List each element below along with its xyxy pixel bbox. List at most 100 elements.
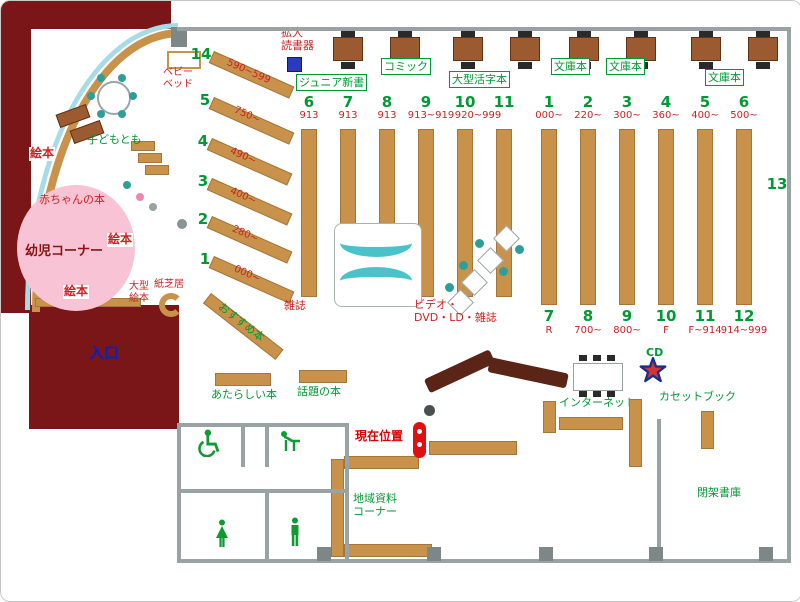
chair — [607, 355, 615, 361]
wheelchair-icon — [198, 429, 220, 457]
shelf-number: 9 — [621, 307, 633, 325]
section-bunko: 文庫本 — [606, 58, 645, 75]
shelf-column — [736, 129, 752, 305]
shelf-column — [658, 129, 674, 305]
shelf-range: 913 — [377, 110, 397, 121]
shelf-range: 913 — [338, 110, 358, 121]
toddler-corner-label: 幼児コーナー — [25, 244, 104, 259]
woman-icon — [216, 519, 228, 547]
shelf-number: 6 — [738, 93, 750, 111]
man-icon — [291, 517, 299, 546]
reading-table — [453, 37, 483, 61]
baby-bed-label: ベビー ベッド — [163, 67, 193, 90]
kids-stool — [118, 74, 126, 82]
magazine-rack-arc — [340, 267, 412, 295]
reading-table — [748, 37, 778, 61]
shelf-range: 800~ — [613, 325, 641, 336]
pillar-dot — [149, 203, 157, 211]
wall-pillar — [171, 27, 187, 47]
shelf-number: 2 — [582, 93, 594, 111]
chair — [577, 30, 591, 37]
baby-care-icon — [281, 431, 300, 451]
shelf-number: 11 — [493, 93, 515, 111]
shelf-number: 4 — [660, 93, 672, 111]
shelf-number: 3 — [621, 93, 633, 111]
kids-stool — [97, 74, 105, 82]
internet-table — [573, 363, 623, 391]
reading-table — [626, 37, 656, 61]
shelf-range: 920~999 — [454, 110, 502, 121]
shelf-range: R — [545, 325, 553, 336]
kids-stool — [129, 92, 137, 100]
video-dvd-label: ビデオ・ DVD・LD・雑誌 — [414, 298, 497, 324]
section-comic: コミック — [381, 58, 431, 75]
wall-toilet-mid — [177, 489, 349, 493]
kids-step-shelf — [131, 141, 155, 151]
av-stool — [475, 239, 484, 248]
shelf-number: 14 — [190, 45, 212, 63]
maroon-wall-top — [29, 1, 171, 29]
shelf-range: 913~919 — [407, 110, 455, 121]
internet-label: インターネット — [559, 396, 636, 409]
shelf-number: 5 — [199, 91, 211, 109]
shelf-number: 7 — [543, 307, 555, 325]
section-bunko: 文庫本 — [551, 58, 590, 75]
kids-step-shelf — [138, 153, 162, 163]
reading-table — [569, 37, 599, 61]
chair — [699, 62, 713, 69]
chair — [398, 30, 412, 37]
wall-right — [787, 27, 791, 563]
wall-pillar — [759, 547, 773, 561]
chair — [593, 391, 601, 397]
maroon-wall-entrance-block — [29, 305, 179, 429]
shelf-number: 10 — [655, 307, 677, 325]
kids-stool — [97, 110, 105, 118]
kids-step-shelf — [145, 165, 169, 175]
av-stool — [445, 283, 454, 292]
shelf-range: 914~999 — [720, 325, 768, 336]
reading-table — [691, 37, 721, 61]
chair — [593, 355, 601, 361]
section-junior-shinsho: ジュニア新書 — [296, 74, 368, 91]
topical-books-shelf — [299, 370, 347, 383]
shelf-number: 7 — [342, 93, 354, 111]
topical-books-label: 話題の本 — [297, 385, 341, 398]
new-books-shelf — [215, 373, 271, 386]
shelf-number: 9 — [420, 93, 432, 111]
shelf-number: 13 — [766, 175, 788, 193]
baby-bed-icon — [167, 51, 201, 69]
chair — [634, 30, 648, 37]
wall-top — [177, 27, 791, 31]
shelf-range: 000~ — [535, 110, 563, 121]
wall-pillar — [427, 547, 441, 561]
cd-star-icon — [639, 357, 667, 383]
shelf-range: 300~ — [613, 110, 641, 121]
chair — [518, 30, 532, 37]
shelf-column — [418, 129, 434, 297]
av-stool — [499, 267, 508, 276]
wall-toilet-divider — [265, 423, 269, 467]
service-counter — [487, 357, 569, 389]
baby-books-label: 赤ちゃんの本 — [39, 193, 105, 206]
reading-table — [333, 37, 363, 61]
shelf-column — [580, 129, 596, 305]
av-stool — [515, 245, 524, 254]
wall-toilet-right — [345, 423, 349, 563]
picture-books-label: 絵本 — [63, 284, 90, 299]
kids-stool — [87, 92, 95, 100]
magnifying-reader-icon — [287, 57, 302, 72]
kids-stool — [118, 110, 126, 118]
chair — [518, 62, 532, 69]
local-materials-shelf — [344, 456, 419, 469]
shelf-unit — [701, 411, 714, 449]
section-large-print: 大型活字本 — [449, 71, 510, 88]
kamishibai-label: 紙芝居 — [154, 279, 184, 290]
current-location-label: 現在位置 — [355, 429, 404, 443]
shelf-column — [301, 129, 317, 297]
shelf-number: 1 — [199, 250, 211, 268]
current-location-dot — [417, 442, 422, 447]
local-materials-label: 地域資料 コーナー — [353, 492, 397, 518]
kids-stool — [123, 181, 131, 189]
picture-books-label: 絵本 — [29, 146, 56, 161]
shelf-column — [541, 129, 557, 305]
